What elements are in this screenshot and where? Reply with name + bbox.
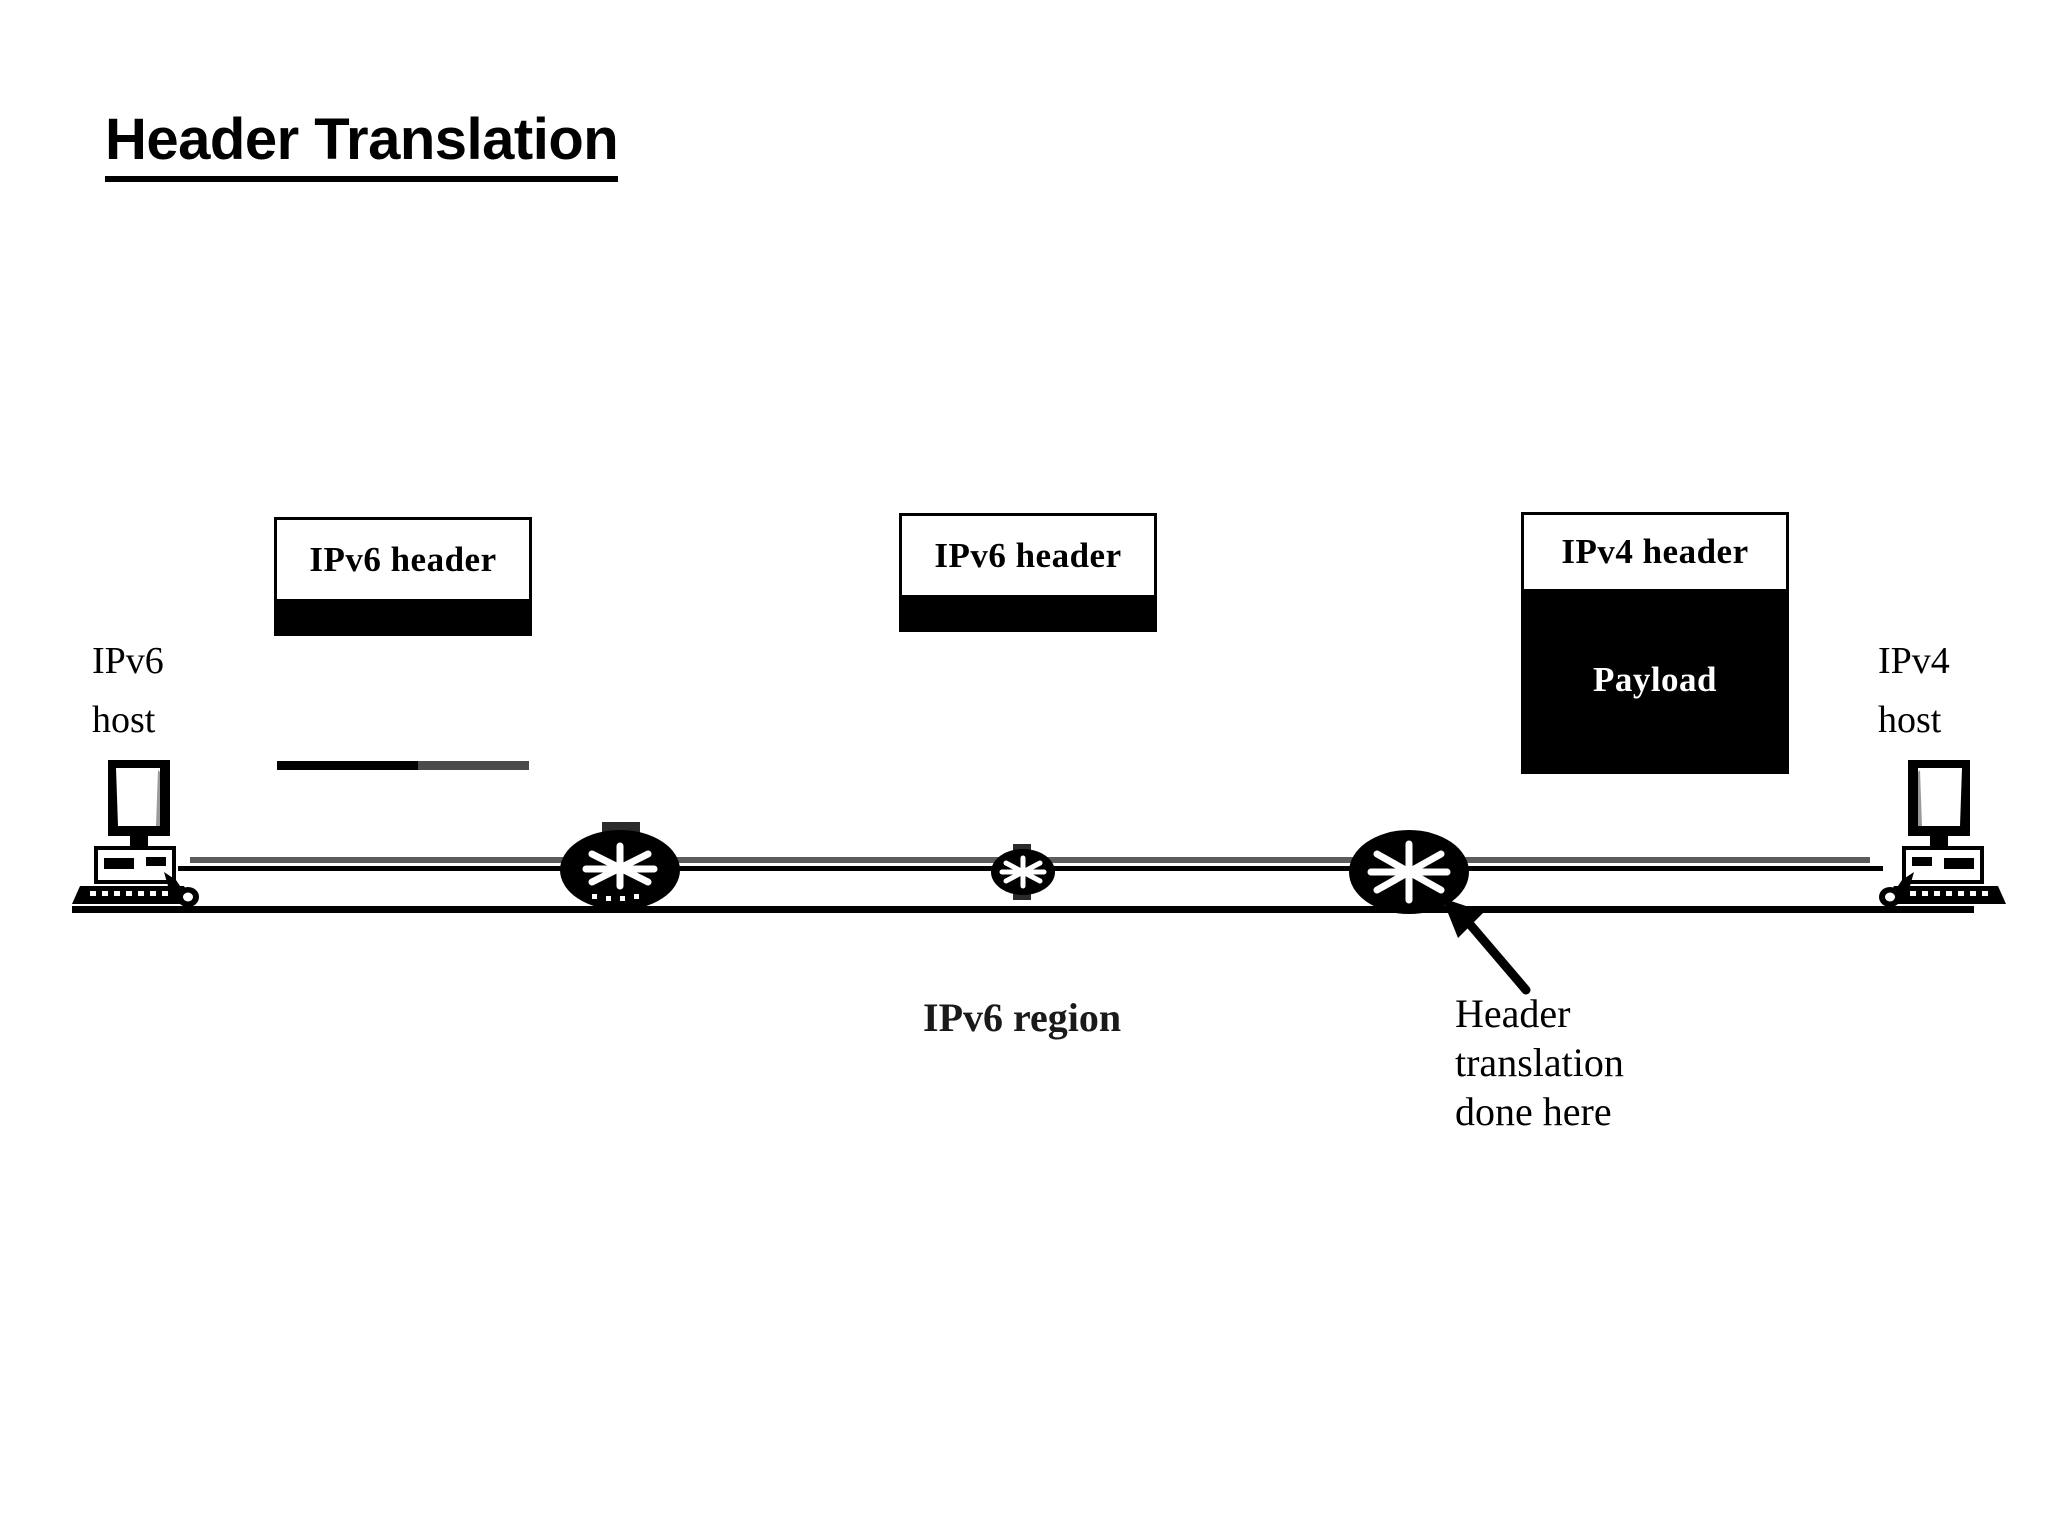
packet-diagram-ipv4-right: IPv4 header Payload [1521, 512, 1789, 774]
router-icon [558, 822, 682, 919]
router-icon [1347, 828, 1471, 921]
computer-workstation-icon [1856, 760, 2006, 917]
packet-diagram-ipv6-middle: IPv6 header [899, 513, 1157, 632]
callout-line-1: Header [1455, 991, 1571, 1036]
network-baseline [72, 906, 1974, 913]
callout-line-3: done here [1455, 1088, 1612, 1134]
packet-payload-band [277, 599, 529, 633]
host-label-right-line1: IPv4 [1878, 640, 1950, 682]
packet-payload-remnant-bar [277, 761, 529, 770]
page-title: Header Translation [105, 108, 619, 182]
packet-diagram-ipv6-left: IPv6 header [274, 517, 532, 636]
arrow-up-left-icon [1440, 898, 1550, 1008]
host-label-left-line1: IPv6 [92, 640, 164, 682]
packet-header-label: IPv6 header [902, 516, 1154, 595]
host-label-right: IPv4 host [1878, 632, 1950, 750]
header-translation-callout: Header translation done here [1455, 990, 1685, 1136]
packet-header-label: IPv4 header [1524, 515, 1786, 589]
ipv6-region-label: IPv6 region [923, 995, 1122, 1040]
computer-workstation-icon [72, 760, 222, 917]
router-icon [990, 844, 1056, 905]
host-label-right-line2: host [1878, 698, 1942, 741]
packet-payload-label: Payload [1524, 589, 1786, 771]
packet-payload-band [902, 595, 1154, 629]
host-label-left: IPv6 host [92, 632, 164, 750]
packet-header-label: IPv6 header [277, 520, 529, 599]
callout-line-2: translation [1455, 1039, 1624, 1085]
host-label-left-line2: host [92, 698, 156, 741]
